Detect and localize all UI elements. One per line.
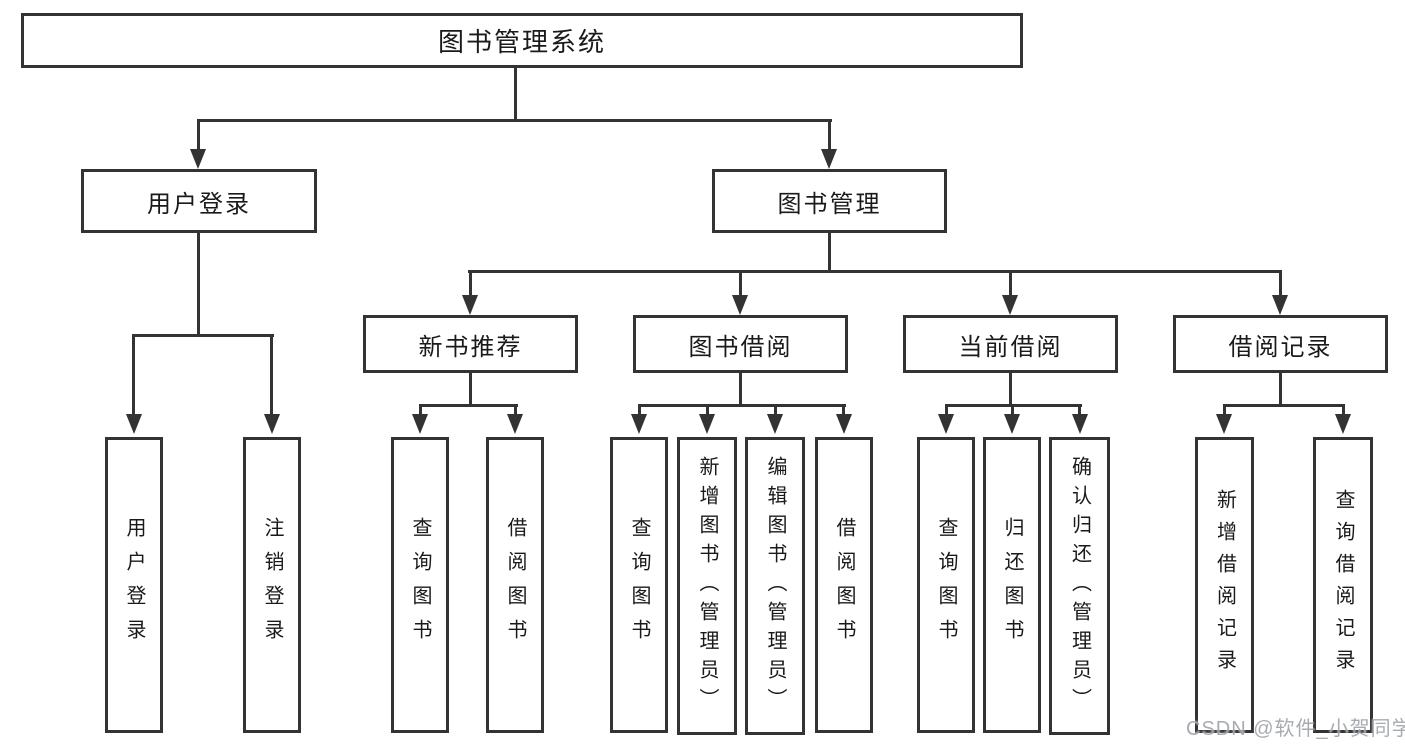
arrow-down-icon xyxy=(1272,295,1288,315)
connector-line xyxy=(828,119,831,150)
leaf-query-books-recommend: 查询图书 xyxy=(391,437,449,733)
leaf-edit-book-admin: 编辑图书（管理员） xyxy=(745,437,805,735)
connector-line xyxy=(706,404,709,416)
node-user-login: 用户登录 xyxy=(81,169,317,233)
leaf-label: 归还图书 xyxy=(1001,517,1023,653)
node-current-borrowing: 当前借阅 xyxy=(903,315,1118,373)
node-library-system: 图书管理系统 xyxy=(21,13,1023,68)
connector-line xyxy=(1009,373,1012,406)
arrow-down-icon xyxy=(732,295,748,315)
connector-line xyxy=(739,270,742,296)
connector-line xyxy=(1223,404,1345,407)
leaf-query-books-current: 查询图书 xyxy=(917,437,975,733)
leaf-add-borrow-record: 新增借阅记录 xyxy=(1195,437,1254,733)
connector-line xyxy=(739,373,742,406)
connector-line xyxy=(774,404,777,416)
arrow-down-icon xyxy=(821,149,837,169)
arrow-down-icon xyxy=(462,295,478,315)
node-borrowing-records: 借阅记录 xyxy=(1173,315,1388,373)
arrow-down-icon xyxy=(938,414,954,434)
arrow-down-icon xyxy=(1216,414,1232,434)
connector-line xyxy=(514,68,517,121)
connector-line xyxy=(1342,404,1345,416)
arrow-down-icon xyxy=(126,414,142,434)
arrow-down-icon xyxy=(190,149,206,169)
leaf-borrow-books: 借阅图书 xyxy=(815,437,873,733)
connector-line xyxy=(419,404,518,407)
node-label: 用户登录 xyxy=(147,190,251,218)
arrow-down-icon xyxy=(1335,414,1351,434)
leaf-label: 编辑图书（管理员） xyxy=(764,455,786,717)
watermark: CSDN @软件_小贺同学 xyxy=(1186,718,1405,740)
connector-line xyxy=(1011,404,1014,416)
connector-line xyxy=(1078,404,1081,416)
leaf-label: 借阅图书 xyxy=(504,517,526,653)
connector-line xyxy=(1279,270,1282,296)
leaf-label: 借阅图书 xyxy=(833,517,855,653)
arrow-down-icon xyxy=(699,414,715,434)
leaf-label: 查询借阅记录 xyxy=(1332,489,1354,681)
leaf-query-books-borrow: 查询图书 xyxy=(610,437,668,733)
connector-line xyxy=(514,404,517,416)
leaf-label: 新增借阅记录 xyxy=(1213,489,1236,681)
leaf-query-borrow-record: 查询借阅记录 xyxy=(1313,437,1373,733)
leaf-label: 用户登录 xyxy=(123,517,145,653)
connector-line xyxy=(197,119,832,122)
connector-line xyxy=(638,404,641,416)
arrow-down-icon xyxy=(767,414,783,434)
connector-line xyxy=(1279,373,1282,406)
node-label: 新书推荐 xyxy=(418,333,523,361)
connector-line xyxy=(197,119,200,150)
leaf-logout: 注销登录 xyxy=(243,437,301,733)
connector-line xyxy=(197,233,200,336)
arrow-down-icon xyxy=(1072,414,1088,434)
leaf-user-login: 用户登录 xyxy=(105,437,163,733)
leaf-return-books: 归还图书 xyxy=(983,437,1041,733)
leaf-add-book-admin: 新增图书（管理员） xyxy=(677,437,737,735)
node-book-borrowing: 图书借阅 xyxy=(633,315,848,373)
leaf-label: 查询图书 xyxy=(409,517,431,653)
connector-line xyxy=(419,404,422,416)
arrow-down-icon xyxy=(507,414,523,434)
connector-line xyxy=(1223,404,1226,416)
connector-line xyxy=(469,373,472,406)
node-label: 图书管理系统 xyxy=(437,27,606,57)
node-label: 借阅记录 xyxy=(1228,333,1333,361)
node-new-book-recommendation: 新书推荐 xyxy=(363,315,578,373)
connector-line xyxy=(133,334,274,337)
node-book-management: 图书管理 xyxy=(712,169,947,233)
arrow-down-icon xyxy=(1002,295,1018,315)
connector-line xyxy=(828,233,831,272)
connector-line xyxy=(132,334,135,415)
connector-line xyxy=(469,270,472,296)
leaf-borrow-books-recommend: 借阅图书 xyxy=(486,437,544,733)
connector-line xyxy=(945,404,948,416)
arrow-down-icon xyxy=(412,414,428,434)
leaf-label: 注销登录 xyxy=(261,517,283,653)
connector-line xyxy=(468,270,1282,273)
node-label: 图书借阅 xyxy=(688,333,793,361)
leaf-label: 查询图书 xyxy=(628,517,650,653)
connector-line xyxy=(842,404,845,416)
arrow-down-icon xyxy=(264,414,280,434)
node-label: 当前借阅 xyxy=(958,333,1063,361)
node-label: 图书管理 xyxy=(777,190,882,218)
connector-line xyxy=(1009,270,1012,296)
arrow-down-icon xyxy=(1004,414,1020,434)
arrow-down-icon xyxy=(631,414,647,434)
arrow-down-icon xyxy=(836,414,852,434)
leaf-label: 新增图书（管理员） xyxy=(696,455,718,717)
connector-line xyxy=(638,404,846,407)
leaf-label: 确认归还（管理员） xyxy=(1068,455,1091,717)
leaf-label: 查询图书 xyxy=(935,517,957,653)
connector-line xyxy=(270,334,273,415)
leaf-confirm-return-admin: 确认归还（管理员） xyxy=(1049,437,1110,735)
